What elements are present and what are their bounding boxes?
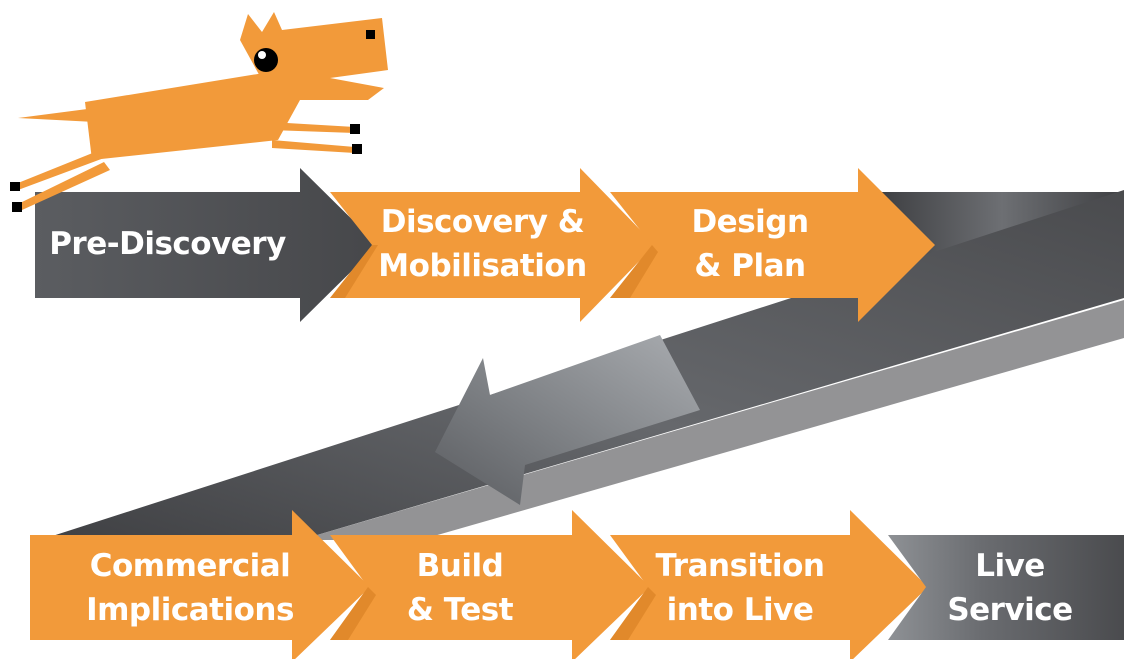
label-transition-live: Transition into Live <box>630 544 850 632</box>
label-commercial-implications-line1: Commercial <box>89 548 291 584</box>
arrow-shadow-1 <box>330 245 378 298</box>
label-live-service-line2: Service <box>947 592 1073 628</box>
label-commercial-implications-line2: Implications <box>86 592 294 628</box>
arrow-shadow-4 <box>610 587 656 640</box>
label-discovery-mobilisation-line2: Mobilisation <box>378 248 587 284</box>
label-design-plan-line2: & Plan <box>694 248 806 284</box>
arrow-transition-live <box>610 510 928 659</box>
label-discovery-mobilisation-line1: Discovery & <box>380 204 585 240</box>
arrow-pre-discovery <box>35 168 378 322</box>
arrow-shadow-2 <box>610 245 658 298</box>
block-live-service <box>888 535 1124 640</box>
label-live-service: Live Service <box>920 544 1100 632</box>
arrow-build-test <box>330 510 650 659</box>
orange-fox-mascot-icon <box>10 12 388 212</box>
label-design-plan: Design & Plan <box>640 200 860 288</box>
label-transition-live-line2: into Live <box>666 592 814 628</box>
label-live-service-line1: Live <box>975 548 1045 584</box>
label-commercial-implications: Commercial Implications <box>70 544 310 632</box>
arrow-commercial-implications <box>30 510 370 659</box>
return-arrow-head <box>435 335 700 505</box>
label-pre-discovery: Pre-Discovery <box>40 222 295 266</box>
label-design-plan-line1: Design <box>691 204 809 240</box>
label-build-test-line2: & Test <box>406 592 514 628</box>
arrow-design-plan <box>610 168 935 322</box>
label-discovery-mobilisation: Discovery & Mobilisation <box>355 200 610 288</box>
label-build-test: Build & Test <box>360 544 560 632</box>
label-pre-discovery-line1: Pre-Discovery <box>49 226 286 262</box>
label-build-test-line1: Build <box>416 548 504 584</box>
arrow-shadow-3 <box>330 587 376 640</box>
arrow-discovery-mobilisation <box>330 168 655 322</box>
label-transition-live-line1: Transition <box>655 548 825 584</box>
